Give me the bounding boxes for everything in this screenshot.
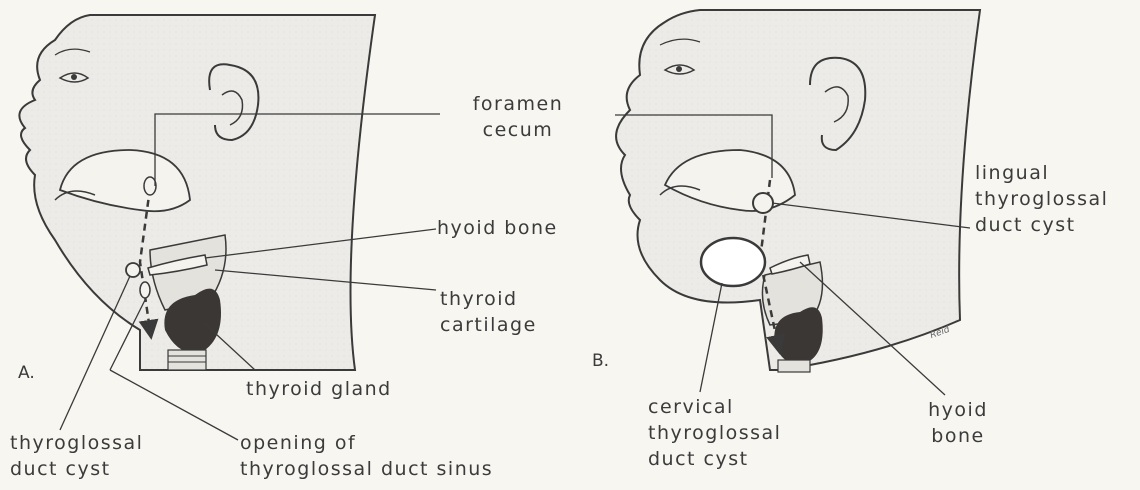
panel-a-trachea	[168, 350, 206, 370]
label-a-hyoid-bone: hyoid bone	[437, 215, 558, 241]
panel-b-lingual-cyst	[753, 193, 773, 213]
label-b-hyoid-bone: hyoid bone	[918, 397, 998, 449]
label-b-hyoid-line1: hyoid	[918, 397, 998, 423]
label-cervical-line2: thyroglossal	[648, 420, 781, 446]
panel-a-letter: A.	[18, 360, 35, 386]
label-a-thyroglossal-duct-cyst: thyroglossal duct cyst	[10, 430, 143, 482]
label-foramen-cecum: foramen cecum	[448, 91, 588, 143]
label-opening-sinus-line2: thyroglossal duct sinus	[240, 456, 493, 482]
label-thyroid-cartilage-line1: thyroid	[440, 286, 537, 312]
panel-b-trachea	[778, 360, 810, 372]
label-lingual-cyst: lingual thyroglossal duct cyst	[975, 160, 1108, 238]
panel-b-letter: B.	[592, 348, 609, 374]
label-thyroid-cartilage-line2: cartilage	[440, 312, 537, 338]
label-cervical-line3: duct cyst	[648, 446, 781, 472]
label-lingual-line2: thyroglossal	[975, 186, 1108, 212]
panel-b-cervical-cyst	[701, 238, 765, 286]
label-lingual-line1: lingual	[975, 160, 1108, 186]
label-foramen-cecum-line1: foramen	[448, 91, 588, 117]
label-a-cyst-line1: thyroglossal	[10, 430, 143, 456]
label-thyroid-cartilage: thyroid cartilage	[440, 286, 537, 338]
panel-a-head	[19, 15, 375, 370]
label-foramen-cecum-line2: cecum	[448, 117, 588, 143]
label-lingual-line3: duct cyst	[975, 212, 1108, 238]
label-opening-sinus: opening of thyroglossal duct sinus	[240, 430, 493, 482]
label-b-hyoid-line2: bone	[918, 423, 998, 449]
panel-b-head	[616, 10, 980, 372]
label-opening-sinus-line1: opening of	[240, 430, 493, 456]
label-thyroid-gland: thyroid gland	[246, 376, 392, 402]
label-cervical-cyst: cervical thyroglossal duct cyst	[648, 394, 781, 472]
label-cervical-line1: cervical	[648, 394, 781, 420]
panel-a-cyst	[126, 263, 140, 277]
label-a-cyst-line2: duct cyst	[10, 456, 143, 482]
